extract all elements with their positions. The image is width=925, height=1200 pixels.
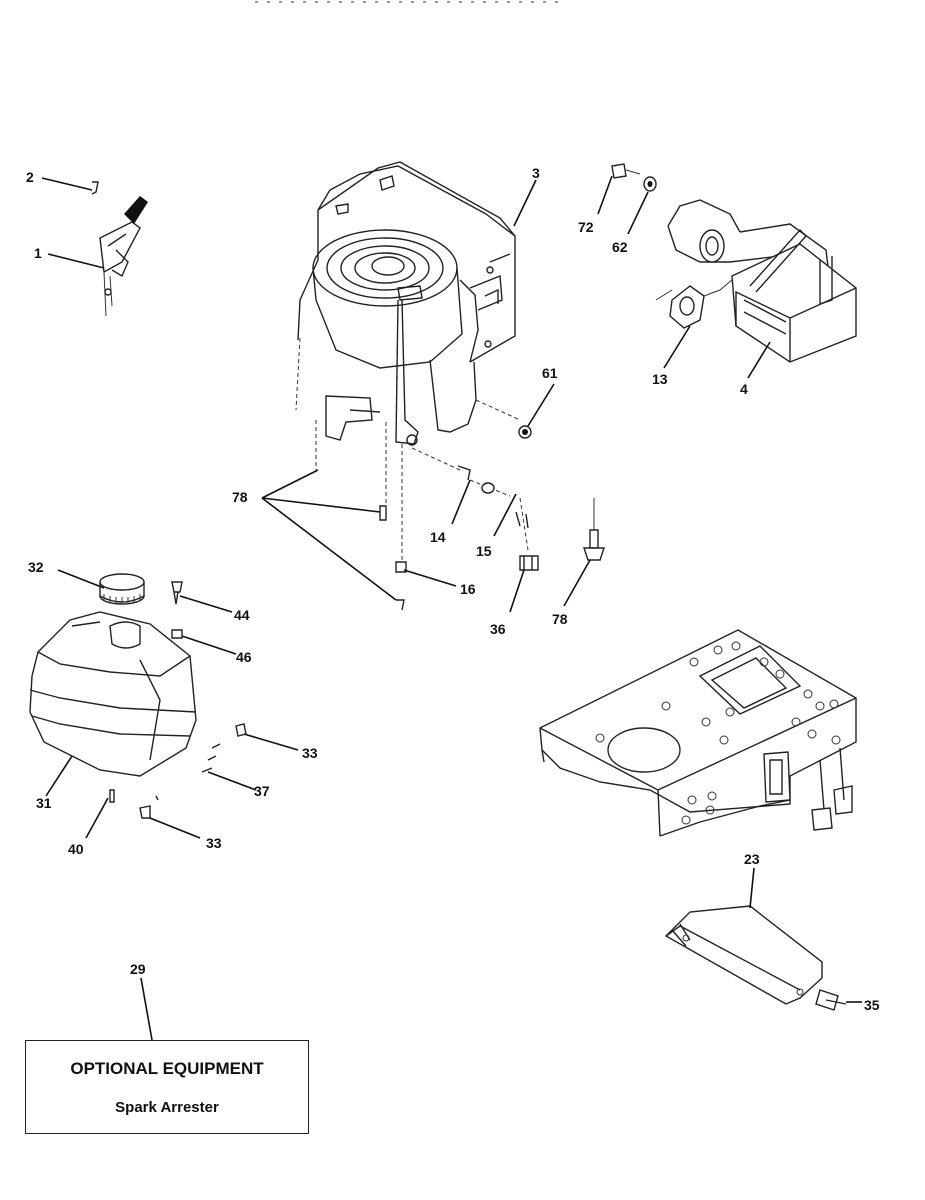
callout-46: 46 xyxy=(236,649,252,665)
callout-14: 14 xyxy=(430,529,446,545)
engine-plate xyxy=(539,629,857,837)
fuel-tank-group xyxy=(29,573,247,819)
exhaust-system xyxy=(611,163,857,363)
callout-29: 29 xyxy=(130,961,146,977)
callout-32: 32 xyxy=(28,559,44,575)
callout-33-lower: 33 xyxy=(206,835,222,851)
callout-61: 61 xyxy=(542,365,558,381)
callout-36: 36 xyxy=(490,621,506,637)
callout-37: 37 xyxy=(254,783,270,799)
callout-78-upper: 78 xyxy=(232,489,248,505)
callout-78-lower: 78 xyxy=(552,611,568,627)
callout-23: 23 xyxy=(744,851,760,867)
callout-labels: 2 1 3 72 62 13 4 61 78 14 15 16 36 78 32… xyxy=(26,165,880,1013)
leader-lines xyxy=(41,175,862,1041)
heat-shield-bracket xyxy=(664,905,847,1011)
callout-15: 15 xyxy=(476,543,492,559)
callout-13: 13 xyxy=(652,371,668,387)
callout-44: 44 xyxy=(234,607,250,623)
callout-31: 31 xyxy=(36,795,52,811)
callout-33-upper: 33 xyxy=(302,745,318,761)
callout-1: 1 xyxy=(34,245,42,261)
engine xyxy=(295,161,529,560)
optional-equipment-box: OPTIONAL EQUIPMENT Spark Arrester xyxy=(25,1040,309,1134)
callout-40: 40 xyxy=(68,841,84,857)
callout-3: 3 xyxy=(532,165,540,181)
callout-4: 4 xyxy=(740,381,748,397)
optional-equipment-title: OPTIONAL EQUIPMENT xyxy=(70,1059,264,1078)
throttle-control xyxy=(91,181,148,317)
callout-2: 2 xyxy=(26,169,34,185)
callout-72: 72 xyxy=(578,219,594,235)
callout-35: 35 xyxy=(864,997,880,1013)
callout-62: 62 xyxy=(612,239,628,255)
optional-equipment-item: Spark Arrester xyxy=(115,1099,219,1116)
engine-hardware xyxy=(379,425,605,611)
callout-16: 16 xyxy=(460,581,476,597)
